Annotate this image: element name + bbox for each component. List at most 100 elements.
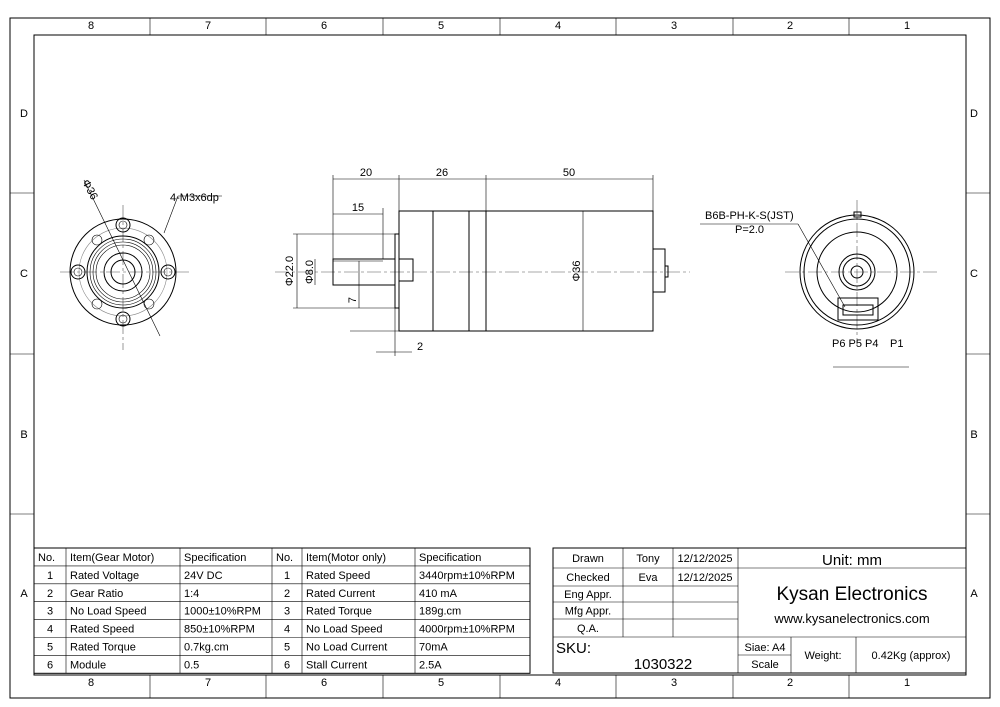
company-name: Kysan Electronics xyxy=(776,584,927,605)
zone-column-label: 2 xyxy=(787,20,793,32)
zone-column-label: 1 xyxy=(904,677,910,689)
approval-cell: 12/12/2025 xyxy=(677,572,732,584)
table-cell: 1 xyxy=(284,570,290,582)
zone-column-label: 6 xyxy=(321,677,327,689)
zone-row-label: B xyxy=(20,429,27,441)
zone-row-label: C xyxy=(970,268,978,280)
table-cell: 6 xyxy=(47,659,53,671)
spec-tables: No. Item(Gear Motor) Specification 1 Rated V… xyxy=(33,547,531,674)
dim-gearbox-length: 26 xyxy=(436,167,448,179)
table-cell: Rated Torque xyxy=(306,606,372,618)
dim-body-diameter: Φ36 xyxy=(571,260,583,281)
table-header: Item(Motor only) xyxy=(306,552,386,564)
zone-column-label: 4 xyxy=(555,20,561,32)
table-cell: No Load Speed xyxy=(70,606,146,618)
table-cell: 2 xyxy=(47,588,53,600)
approval-cell: 12/12/2025 xyxy=(677,553,732,565)
table-cell: 0.7kg.cm xyxy=(184,642,229,654)
dim-flat-length: 15 xyxy=(352,202,364,214)
zone-column-label: 7 xyxy=(205,677,211,689)
zone-column-label: 5 xyxy=(438,20,444,32)
connector-label: B6B-PH-K-S(JST) xyxy=(705,210,794,222)
rear-view: B6B-PH-K-S(JST) P=2.0 P6 P5 P4 P1 xyxy=(700,200,940,368)
table-cell: 2.5A xyxy=(419,659,442,671)
table-cell: No Load Current xyxy=(306,642,387,654)
table-cell: No Load Speed xyxy=(306,624,382,636)
dim-boss-diameter: Φ22.0 xyxy=(284,256,296,286)
weight-label: Weight: xyxy=(804,650,841,662)
approval-cell: Checked xyxy=(566,572,609,584)
zone-column-label: 8 xyxy=(88,677,94,689)
zone-row-label: C xyxy=(20,268,28,280)
table-cell: 1 xyxy=(47,570,53,582)
table-cell: 410 mA xyxy=(419,588,458,600)
table-cell: 850±10%RPM xyxy=(184,624,255,636)
zone-column-label: 7 xyxy=(205,20,211,32)
table-cell: 1000±10%RPM xyxy=(184,606,261,618)
table-cell: 189g.cm xyxy=(419,606,461,618)
table-cell: 4000rpm±10%RPM xyxy=(419,624,515,636)
unit-label: Unit: mm xyxy=(822,552,882,569)
zone-row-label: D xyxy=(970,108,978,120)
zone-column-label: 5 xyxy=(438,677,444,689)
table-cell: 3440rpm±10%RPM xyxy=(419,570,515,582)
zone-column-label: 8 xyxy=(88,20,94,32)
pin-labels: P6 P5 P4 xyxy=(832,338,878,350)
sku-value: 1030322 xyxy=(634,656,692,673)
table-header: No. xyxy=(38,552,55,564)
scale-label: Scale xyxy=(751,659,779,671)
table-cell: Rated Torque xyxy=(70,642,136,654)
company-website: www.kysanelectronics.com xyxy=(773,611,929,626)
table-cell: 0.5 xyxy=(184,659,199,671)
table-cell: 1:4 xyxy=(184,588,199,600)
dim-boss-thickness: 2 xyxy=(417,341,423,353)
zone-row-label: D xyxy=(20,108,28,120)
dim-shaft-length: 20 xyxy=(360,167,372,179)
side-view: 20 26 50 15 Φ22.0 Φ8.0 7 2 Φ36 xyxy=(275,167,690,356)
approval-cell: Tony xyxy=(636,553,660,565)
zone-column-label: 4 xyxy=(555,677,561,689)
table-header: No. xyxy=(276,552,293,564)
table-cell: 24V DC xyxy=(184,570,223,582)
table-cell: Module xyxy=(70,659,106,671)
table-cell: Rated Voltage xyxy=(70,570,139,582)
approval-cell: Eng Appr. xyxy=(564,589,612,601)
table-cell: 3 xyxy=(47,606,53,618)
table-header: Item(Gear Motor) xyxy=(70,552,154,564)
table-cell: Rated Speed xyxy=(306,570,370,582)
table-cell: Rated Current xyxy=(306,588,375,600)
weight-value: 0.42Kg (approx) xyxy=(872,650,951,662)
table-header: Specification xyxy=(419,552,481,564)
zone-column-label: 6 xyxy=(321,20,327,32)
sku-label: SKU: xyxy=(556,640,591,657)
dim-shaft-diameter: Φ8.0 xyxy=(304,260,316,284)
zone-column-label: 2 xyxy=(787,677,793,689)
zone-row-label: B xyxy=(970,429,977,441)
mounting-screw-icon xyxy=(70,217,176,327)
approval-cell: Drawn xyxy=(572,553,604,565)
zone-column-label: 3 xyxy=(671,677,677,689)
table-cell: 5 xyxy=(47,642,53,654)
front-diameter-dim: Φ36 xyxy=(79,178,99,202)
sheet-size: Siae: A4 xyxy=(745,642,786,654)
zone-row-label: A xyxy=(970,588,978,600)
zone-column-label: 1 xyxy=(904,20,910,32)
dim-flat: 7 xyxy=(347,297,359,303)
table-cell: Gear Ratio xyxy=(70,588,123,600)
table-cell: 4 xyxy=(284,624,290,636)
table-cell: 6 xyxy=(284,659,290,671)
table-cell: 5 xyxy=(284,642,290,654)
zone-row-label: A xyxy=(20,588,28,600)
front-view: Φ36 4-M3x6dp xyxy=(60,178,222,350)
table-cell: Rated Speed xyxy=(70,624,134,636)
table-cell: 4 xyxy=(47,624,53,636)
approval-cell: Mfg Appr. xyxy=(565,606,611,618)
pin1-label: P1 xyxy=(890,338,903,350)
table-cell: 2 xyxy=(284,588,290,600)
table-cell: 70mA xyxy=(419,642,448,654)
connector-icon xyxy=(837,297,879,321)
